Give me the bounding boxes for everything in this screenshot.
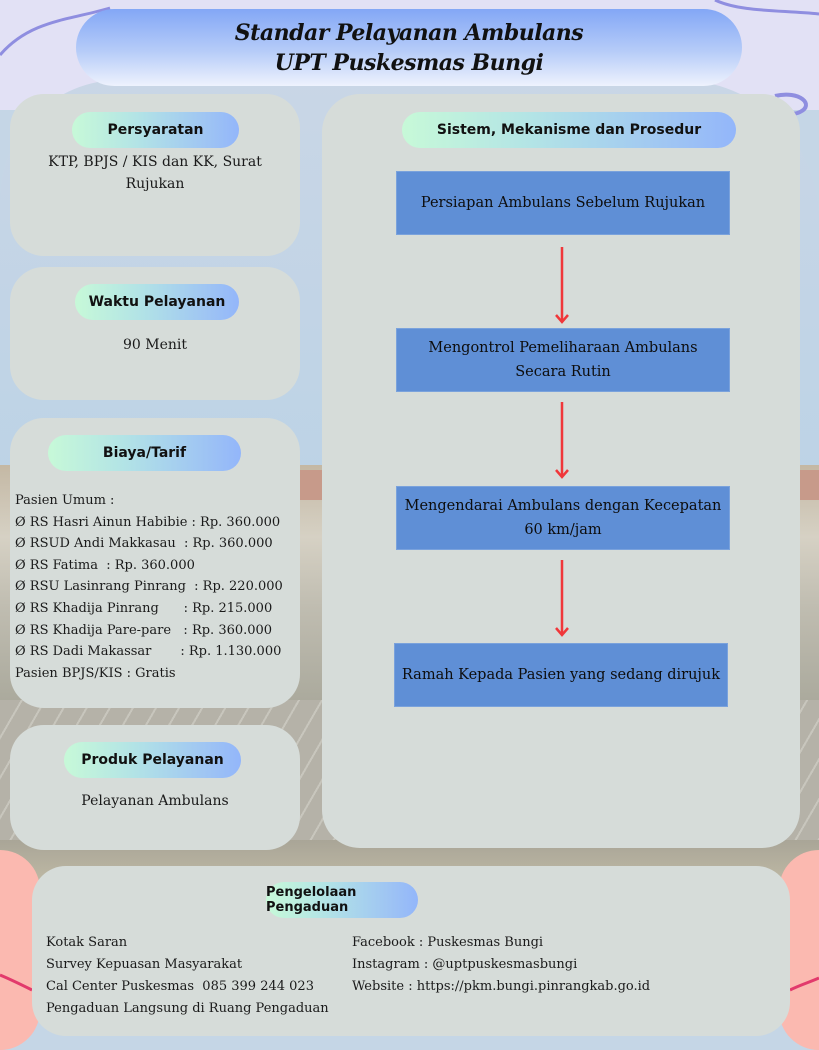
biaya-tarif-heading: Biaya/Tarif [48, 435, 241, 471]
persyaratan-text: KTP, BPJS / KIS dan KK, Surat Rujukan [48, 154, 262, 192]
flow-step-2: Mengontrol Pemeliharaan Ambulans Secara … [396, 328, 730, 392]
biaya-tarif-card: Biaya/Tarif Pasien Umum : Ø RS Hasri Ain… [10, 418, 300, 708]
produk-pelayanan-card: Produk Pelayanan Pelayanan Ambulans [10, 725, 300, 850]
tarif-line: Pasien BPJS/KIS : Gratis [15, 665, 176, 681]
pengelolaan-pengaduan-card: Pengelolaan Pengaduan Kotak Saran Survey… [32, 866, 790, 1036]
tarif-list: Pasien Umum : Ø RS Hasri Ainun Habibie :… [15, 490, 305, 684]
pengaduan-heading: Pengelolaan Pengaduan [266, 882, 418, 918]
pengaduan-channels-right: Facebook : Puskesmas Bungi Instagram : @… [352, 932, 650, 998]
tarif-line: Ø RS Khadija Pinrang : Rp. 215.000 [15, 600, 273, 616]
persyaratan-heading: Persyaratan [72, 112, 239, 148]
pengaduan-item: Kotak Saran [46, 935, 128, 950]
tarif-line: Ø RSUD Andi Makkasau : Rp. 360.000 [15, 536, 273, 552]
flow-arrow-icon [555, 560, 569, 637]
pengaduan-item: Pengaduan Langsung di Ruang Pengaduan [46, 1001, 329, 1016]
tarif-line: Ø RSU Lasinrang Pinrang : Rp. 220.000 [15, 579, 283, 595]
persyaratan-card: Persyaratan KTP, BPJS / KIS dan KK, Sura… [10, 94, 300, 256]
tarif-line: Ø RS Dadi Makassar : Rp. 1.130.000 [15, 644, 282, 660]
tarif-line: Pasien Umum : [15, 493, 115, 508]
title-banner: Standar Pelayanan Ambulans UPT Puskesmas… [76, 9, 742, 86]
waktu-pelayanan-card: Waktu Pelayanan 90 Menit [10, 267, 300, 400]
flow-step-1: Persiapan Ambulans Sebelum Rujukan [396, 171, 730, 235]
pengaduan-channels-left: Kotak Saran Survey Kepuasan Masyarakat C… [46, 932, 329, 1020]
sistem-heading: Sistem, Mekanisme dan Prosedur [402, 112, 736, 148]
waktu-pelayanan-text: 90 Menit [122, 337, 187, 353]
pengaduan-item: Cal Center Puskesmas 085 399 244 023 [46, 979, 314, 994]
tarif-line: Ø RS Fatima : Rp. 360.000 [15, 557, 195, 573]
tarif-line: Ø RS Hasri Ainun Habibie : Rp. 360.000 [15, 514, 281, 530]
flow-step-3: Mengendarai Ambulans dengan Kecepatan 60… [396, 486, 730, 550]
produk-pelayanan-text: Pelayanan Ambulans [81, 793, 229, 809]
page-subtitle: UPT Puskesmas Bungi [274, 49, 544, 76]
pengaduan-instagram: Instagram : @uptpuskesmasbungi [352, 957, 578, 972]
page-title: Standar Pelayanan Ambulans [234, 19, 584, 46]
produk-pelayanan-heading: Produk Pelayanan [64, 742, 241, 778]
pengaduan-website: Website : https://pkm.bungi.pinrangkab.g… [352, 979, 651, 994]
flow-arrow-icon [555, 402, 569, 479]
pengaduan-facebook: Facebook : Puskesmas Bungi [352, 935, 544, 950]
tarif-line: Ø RS Khadija Pare-pare : Rp. 360.000 [15, 622, 273, 638]
flow-arrow-icon [555, 247, 569, 324]
pengaduan-item: Survey Kepuasan Masyarakat [46, 957, 243, 972]
sistem-mekanisme-card: Sistem, Mekanisme dan Prosedur Persiapan… [322, 94, 800, 848]
flow-step-4: Ramah Kepada Pasien yang sedang dirujuk [394, 643, 728, 707]
waktu-pelayanan-heading: Waktu Pelayanan [75, 284, 239, 320]
